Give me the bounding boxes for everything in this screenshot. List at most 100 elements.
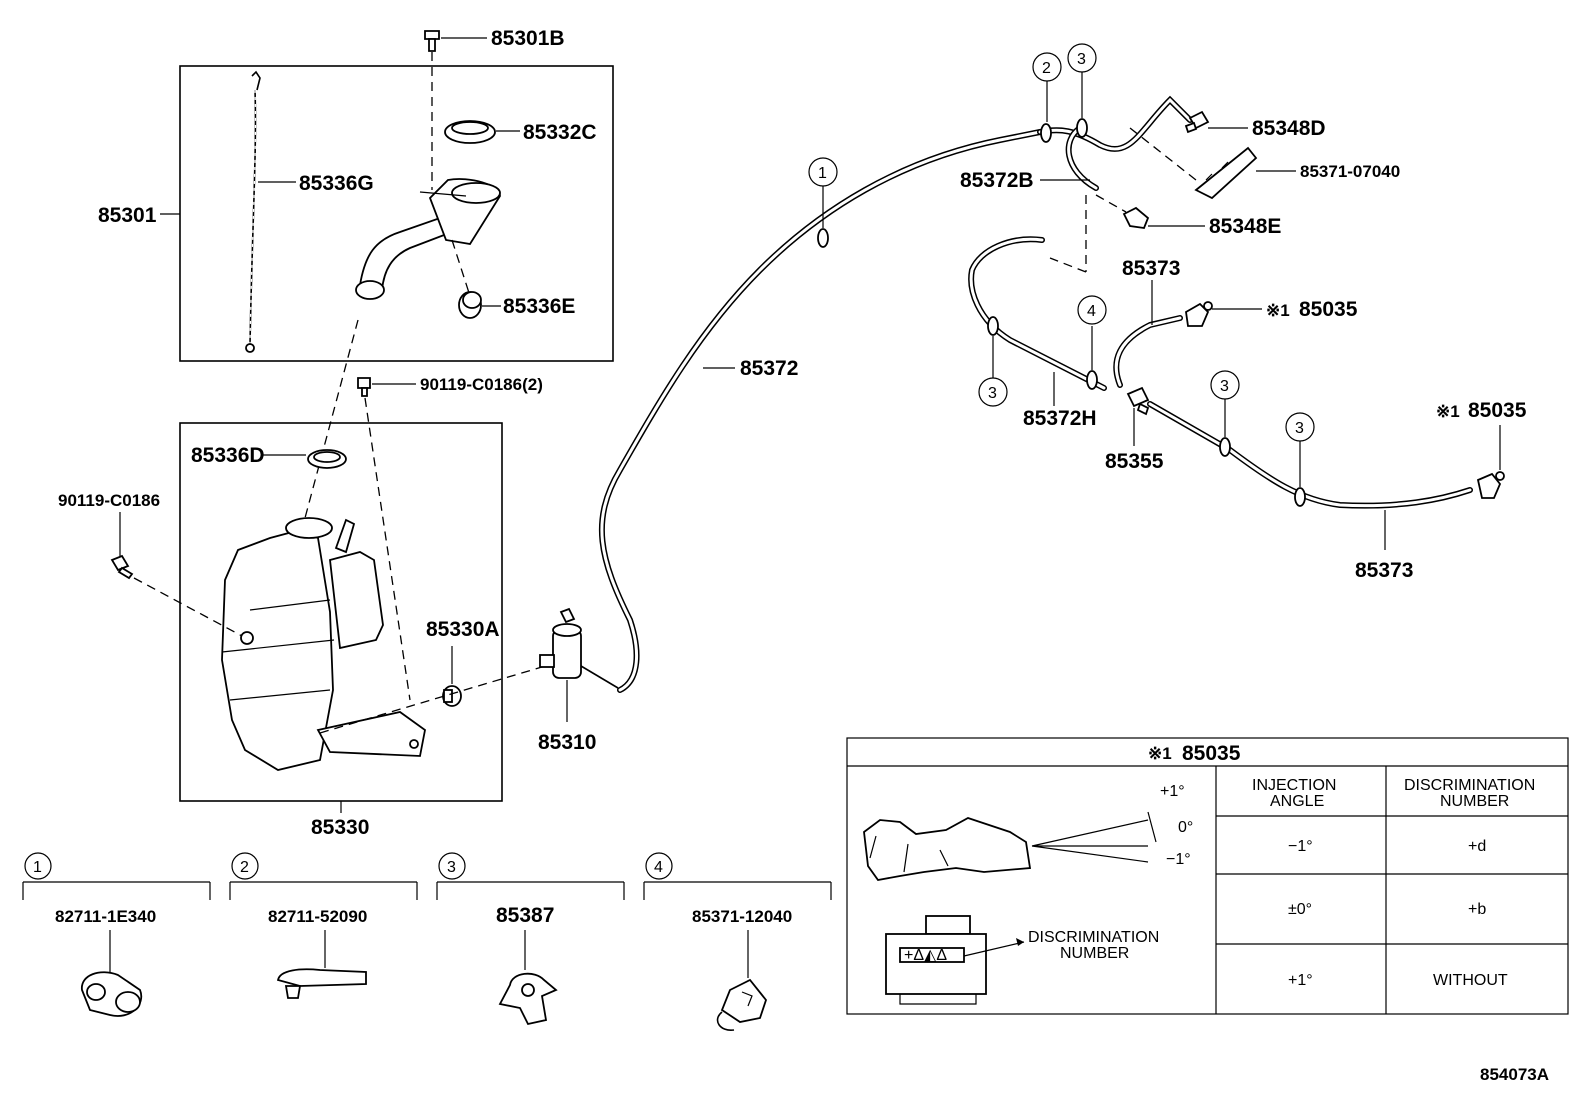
- table-title-part: 85035: [1182, 742, 1241, 765]
- joint-85355[interactable]: [1126, 386, 1150, 416]
- label-85330[interactable]: 85330: [311, 816, 369, 839]
- row3-angle: +1°: [1288, 972, 1313, 989]
- legend-part-1[interactable]: 82711-1E340: [55, 907, 156, 926]
- callout-3-mid: 3: [1210, 370, 1240, 400]
- callout-1-top: 1: [808, 157, 838, 187]
- label-85372h[interactable]: 85372H: [1023, 407, 1097, 430]
- ring-85336e[interactable]: [458, 291, 482, 319]
- label-90119-c0186: 90119-C0186: [58, 491, 160, 510]
- svg-text:4: 4: [654, 859, 663, 876]
- row1-angle: −1°: [1288, 838, 1313, 855]
- svg-text:3: 3: [447, 859, 456, 876]
- note-mark-top: ※1: [1266, 301, 1290, 320]
- washer-tank-85330[interactable]: [221, 517, 426, 771]
- bracket-85371-07040[interactable]: [1194, 146, 1258, 200]
- label-85348e[interactable]: 85348E: [1209, 215, 1281, 238]
- svg-text:2: 2: [1042, 60, 1051, 77]
- svg-text:3: 3: [1220, 378, 1229, 395]
- header-angle: ANGLE: [1270, 793, 1324, 810]
- label-85371-07040: 85371-07040: [1300, 162, 1400, 181]
- discrimination-illustration: +Δ◭Δ DISCRIMINATION NUMBER: [885, 915, 1159, 1005]
- legend-3: 3 85387: [436, 852, 625, 1026]
- header-discrimination: DISCRIMINATION: [1404, 777, 1535, 794]
- clip-85387[interactable]: [498, 972, 558, 1026]
- angle-zero: 0°: [1178, 819, 1193, 836]
- label-85035-right[interactable]: 85035: [1468, 399, 1527, 422]
- legend-4: 4 85371-12040: [643, 852, 832, 1031]
- svg-text:3: 3: [988, 385, 997, 402]
- callout-3-top: 3: [1067, 43, 1097, 73]
- pump-85310[interactable]: [539, 607, 619, 689]
- clip-82711-1e340[interactable]: [81, 971, 143, 1017]
- callout-4-right: 4: [1077, 295, 1107, 325]
- row3-disc: WITHOUT: [1433, 972, 1508, 989]
- callout-3-left: 3: [978, 377, 1008, 407]
- label-85301b[interactable]: 85301B: [491, 27, 565, 50]
- joint-85348d[interactable]: [1184, 110, 1210, 134]
- label-85035-top[interactable]: 85035: [1299, 298, 1358, 321]
- label-85348d[interactable]: 85348D: [1252, 117, 1326, 140]
- svg-text:3: 3: [1077, 51, 1086, 68]
- bolt-90119-c0186-2[interactable]: [357, 377, 371, 397]
- nozzle-angle-illustration: +1° 0° −1°: [863, 783, 1193, 881]
- label-90119-c0186-2: 90119-C0186(2): [420, 375, 543, 394]
- disc-label-1: DISCRIMINATION: [1028, 929, 1159, 946]
- clip-85371-12040[interactable]: [716, 978, 768, 1031]
- legend-2: 2 82711-52090: [229, 852, 418, 999]
- hose-85373-bottom[interactable]: [1147, 401, 1473, 509]
- seal-85336d[interactable]: [307, 449, 347, 469]
- diagram-id: 854073A: [1480, 1065, 1549, 1084]
- angle-plus: +1°: [1160, 783, 1185, 800]
- label-85373-bottom[interactable]: 85373: [1355, 559, 1413, 582]
- svg-text:4: 4: [1087, 303, 1096, 320]
- label-85336d[interactable]: 85336D: [191, 444, 265, 467]
- callout-3-right: 3: [1285, 412, 1315, 442]
- grommet-85330a[interactable]: [442, 685, 462, 707]
- row2-angle: ±0°: [1288, 901, 1312, 918]
- header-injection: INJECTION: [1252, 777, 1336, 794]
- nozzle-85035-top[interactable]: [1185, 301, 1213, 327]
- svg-text:3: 3: [1295, 420, 1304, 437]
- header-number: NUMBER: [1440, 793, 1509, 810]
- cap-85332c[interactable]: [444, 120, 496, 144]
- svg-text:1: 1: [33, 859, 42, 876]
- hose-85372b[interactable]: [1037, 95, 1193, 191]
- hose-85372h[interactable]: [968, 236, 1107, 391]
- nozzle-spec-table: ※1 85035 INJECTION ANGLE DISCRIMINATION …: [846, 737, 1569, 1015]
- svg-text:2: 2: [240, 859, 249, 876]
- bolt-85301b[interactable]: [424, 30, 440, 52]
- label-85373-top[interactable]: 85373: [1122, 257, 1180, 280]
- level-gauge-85336g[interactable]: [245, 70, 261, 353]
- note-mark-right: ※1: [1436, 402, 1460, 421]
- label-85336g[interactable]: 85336G: [299, 172, 374, 195]
- label-85310[interactable]: 85310: [538, 731, 596, 754]
- label-85330a[interactable]: 85330A: [426, 618, 500, 641]
- angle-minus: −1°: [1166, 851, 1191, 868]
- label-85301[interactable]: 85301: [98, 204, 157, 227]
- legend-part-3[interactable]: 85387: [496, 904, 554, 927]
- label-85372b[interactable]: 85372B: [960, 169, 1034, 192]
- row2-disc: +b: [1468, 901, 1486, 918]
- label-85336e[interactable]: 85336E: [503, 295, 575, 318]
- label-85332c[interactable]: 85332C: [523, 121, 597, 144]
- row1-disc: +d: [1468, 838, 1486, 855]
- legend-part-2[interactable]: 82711-52090: [268, 907, 367, 926]
- filler-pipe[interactable]: [355, 178, 501, 300]
- label-85355[interactable]: 85355: [1105, 450, 1164, 473]
- bolt-90119-c0186[interactable]: [110, 554, 134, 580]
- svg-text:+Δ◭Δ: +Δ◭Δ: [904, 947, 947, 964]
- nozzle-85035-right[interactable]: [1476, 471, 1505, 499]
- legend-part-4[interactable]: 85371-12040: [692, 907, 792, 926]
- label-85372[interactable]: 85372: [740, 357, 798, 380]
- hose-85373-top[interactable]: [1113, 315, 1183, 388]
- clip-82711-52090[interactable]: [276, 968, 367, 999]
- legend-1: 1 82711-1E340: [22, 852, 211, 1017]
- table-title-mark: ※1: [1148, 744, 1172, 763]
- callout-2-top: 2: [1032, 52, 1062, 82]
- joint-85348e[interactable]: [1122, 206, 1150, 229]
- disc-label-2: NUMBER: [1060, 945, 1129, 962]
- svg-text:1: 1: [818, 165, 827, 182]
- hose-85372[interactable]: [598, 129, 1043, 693]
